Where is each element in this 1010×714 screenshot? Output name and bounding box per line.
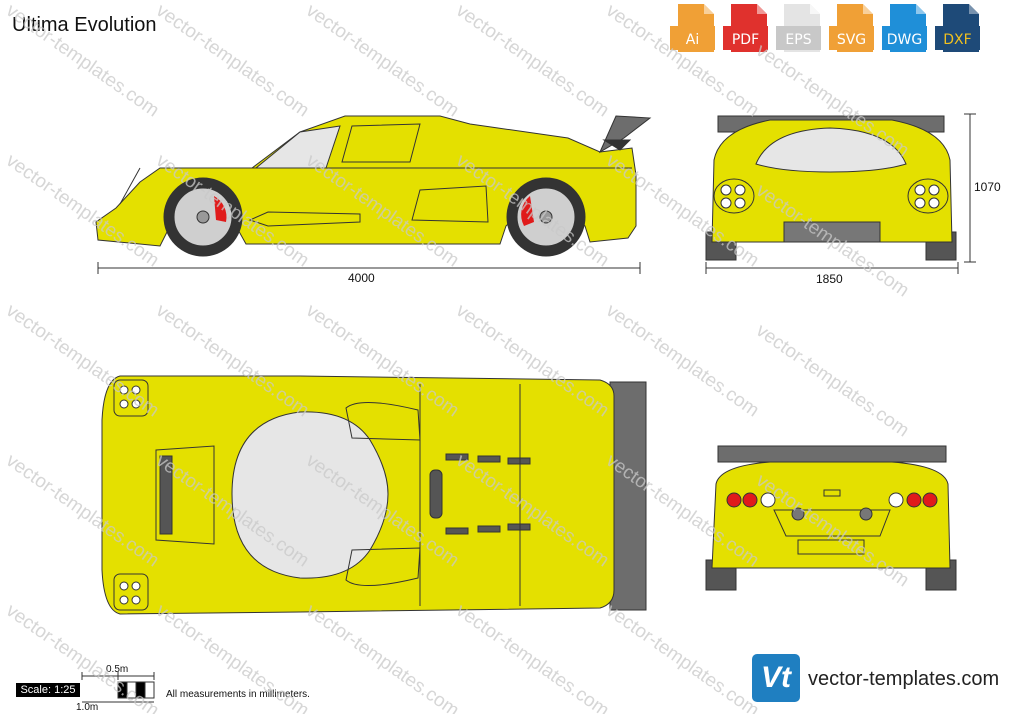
- format-label: EPS: [785, 32, 812, 48]
- rear-wheel: [506, 177, 586, 257]
- pdf-file-icon[interactable]: PDF: [721, 4, 770, 52]
- format-icons: Ai PDF EPS SVG DWG DXF: [668, 4, 982, 52]
- dxf-file-icon[interactable]: DXF: [933, 4, 982, 52]
- measurement-note: All measurements in millimeters.: [166, 689, 310, 700]
- length-dimension-line: [97, 262, 641, 274]
- scale-half-label: 0.5m: [106, 664, 129, 675]
- format-label: SVG: [836, 32, 867, 48]
- format-label: DXF: [943, 32, 972, 48]
- dwg-file-icon[interactable]: DWG: [880, 4, 929, 52]
- width-dimension-line: [705, 262, 959, 274]
- scale-label: Scale: 1:25: [16, 683, 80, 697]
- page-title: Ultima Evolution: [12, 14, 157, 36]
- eps-file-icon[interactable]: EPS: [774, 4, 823, 52]
- brand-name[interactable]: vector-templates.com: [808, 668, 1000, 690]
- ai-file-icon[interactable]: Ai: [668, 4, 717, 52]
- width-dimension: 1850: [816, 272, 843, 286]
- scale-full-label: 1.0m: [76, 702, 99, 713]
- format-label: DWG: [886, 32, 923, 48]
- format-label: Ai: [685, 32, 700, 48]
- scale-bar: [81, 672, 155, 703]
- rear-view: [705, 445, 957, 591]
- brand-logo[interactable]: Vt: [752, 654, 800, 702]
- front-view: [705, 115, 957, 261]
- length-dimension: 4000: [348, 271, 375, 285]
- top-view: [101, 375, 647, 615]
- side-view: [95, 115, 652, 257]
- svg-file-icon[interactable]: SVG: [827, 4, 876, 52]
- front-wheel: [163, 177, 243, 257]
- height-dimension-line: [964, 113, 976, 263]
- height-dimension: 1070: [974, 180, 1001, 194]
- format-label: PDF: [731, 32, 760, 48]
